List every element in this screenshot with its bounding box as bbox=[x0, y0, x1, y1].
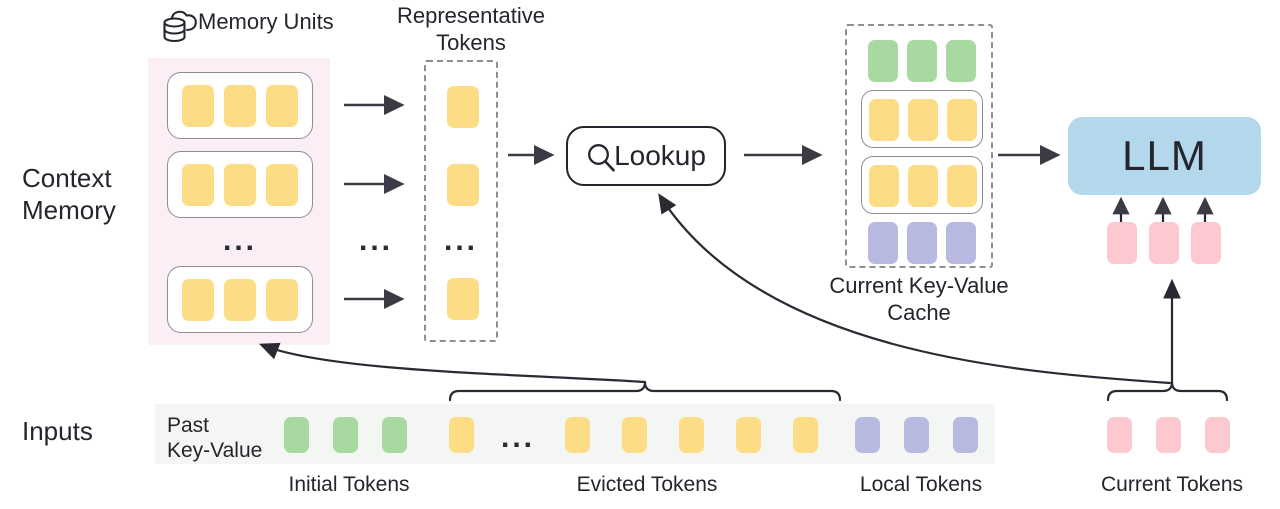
memory-token bbox=[224, 164, 256, 206]
cache-token bbox=[869, 165, 899, 207]
memory-token bbox=[182, 279, 214, 321]
llm-box[interactable]: LLM bbox=[1068, 117, 1261, 195]
memory-token bbox=[266, 164, 298, 206]
cache-row-local bbox=[868, 222, 976, 264]
representative-token bbox=[447, 164, 479, 206]
input-token bbox=[1156, 417, 1181, 453]
caption-current-tokens: Current Tokens bbox=[1100, 473, 1244, 496]
inputs-row-label: Inputs bbox=[22, 416, 93, 446]
memory-unit[interactable] bbox=[167, 151, 313, 218]
representative-tokens-box: ... bbox=[424, 60, 498, 342]
current-token bbox=[1149, 222, 1179, 264]
current-token bbox=[1191, 222, 1221, 264]
input-token bbox=[736, 417, 761, 453]
representative-token bbox=[447, 278, 479, 320]
memory-token bbox=[182, 164, 214, 206]
cache-token bbox=[869, 99, 899, 141]
caption-evicted-tokens: Evicted Tokens bbox=[576, 473, 718, 496]
cache-token bbox=[946, 222, 976, 264]
input-token bbox=[449, 417, 474, 453]
memory-token bbox=[182, 85, 214, 127]
llm-label: LLM bbox=[1122, 132, 1207, 179]
lookup-label: Lookup bbox=[614, 140, 706, 171]
current-kv-cache-caption: Current Key-Value Cache bbox=[829, 273, 1009, 325]
cache-token bbox=[907, 222, 937, 264]
input-token bbox=[1205, 417, 1230, 453]
current-tokens-to-llm-arrows bbox=[1112, 196, 1214, 224]
input-token bbox=[793, 417, 818, 453]
lookup-button[interactable]: Lookup bbox=[566, 126, 726, 186]
input-token bbox=[333, 417, 358, 453]
inputs-local-tokens bbox=[855, 417, 985, 453]
input-token bbox=[953, 417, 978, 453]
inputs-current-tokens bbox=[1107, 417, 1237, 453]
llm-input-tokens bbox=[1100, 222, 1232, 264]
cache-to-llm-arrow bbox=[998, 144, 1061, 166]
context-memory-row-label: Context Memory bbox=[22, 163, 116, 225]
memory-unit[interactable] bbox=[167, 72, 313, 139]
cache-token bbox=[868, 222, 898, 264]
memory-units-header: Memory Units bbox=[198, 9, 334, 34]
past-key-value-label: Past Key-Value bbox=[167, 414, 263, 462]
cache-row-memory-unit bbox=[861, 90, 983, 148]
input-token bbox=[904, 417, 929, 453]
memory-token bbox=[224, 85, 256, 127]
input-token bbox=[679, 417, 704, 453]
memory-token bbox=[224, 279, 256, 321]
input-token bbox=[565, 417, 590, 453]
lookup-to-cache-arrow bbox=[744, 144, 823, 166]
current-token bbox=[1107, 222, 1137, 264]
caption-local-tokens: Local Tokens bbox=[859, 473, 983, 496]
input-token bbox=[855, 417, 880, 453]
inputs-evicted-tokens: ... bbox=[449, 417, 848, 453]
representative-to-lookup-arrow bbox=[508, 144, 555, 166]
cache-token bbox=[908, 165, 938, 207]
memory-token bbox=[266, 279, 298, 321]
cache-token bbox=[868, 40, 898, 82]
memory-to-representative-arrows bbox=[344, 94, 405, 310]
representative-token bbox=[447, 86, 479, 128]
cache-token bbox=[947, 165, 977, 207]
memory-token bbox=[266, 85, 298, 127]
cache-token bbox=[946, 40, 976, 82]
input-token bbox=[622, 417, 647, 453]
cache-token bbox=[947, 99, 977, 141]
input-token bbox=[284, 417, 309, 453]
current-kv-cache-box bbox=[845, 24, 993, 268]
representative-tokens-header: Representative Tokens bbox=[397, 3, 545, 55]
cache-row-initial bbox=[868, 40, 976, 82]
input-token bbox=[1107, 417, 1132, 453]
input-token bbox=[382, 417, 407, 453]
cloud-database-icon bbox=[158, 6, 202, 50]
search-icon bbox=[586, 142, 616, 178]
inputs-initial-tokens bbox=[284, 417, 414, 453]
cache-row-memory-unit bbox=[861, 156, 983, 214]
caption-initial-tokens: Initial Tokens bbox=[288, 473, 410, 496]
memory-unit[interactable] bbox=[167, 266, 313, 333]
cache-token bbox=[907, 40, 937, 82]
cache-token bbox=[908, 99, 938, 141]
